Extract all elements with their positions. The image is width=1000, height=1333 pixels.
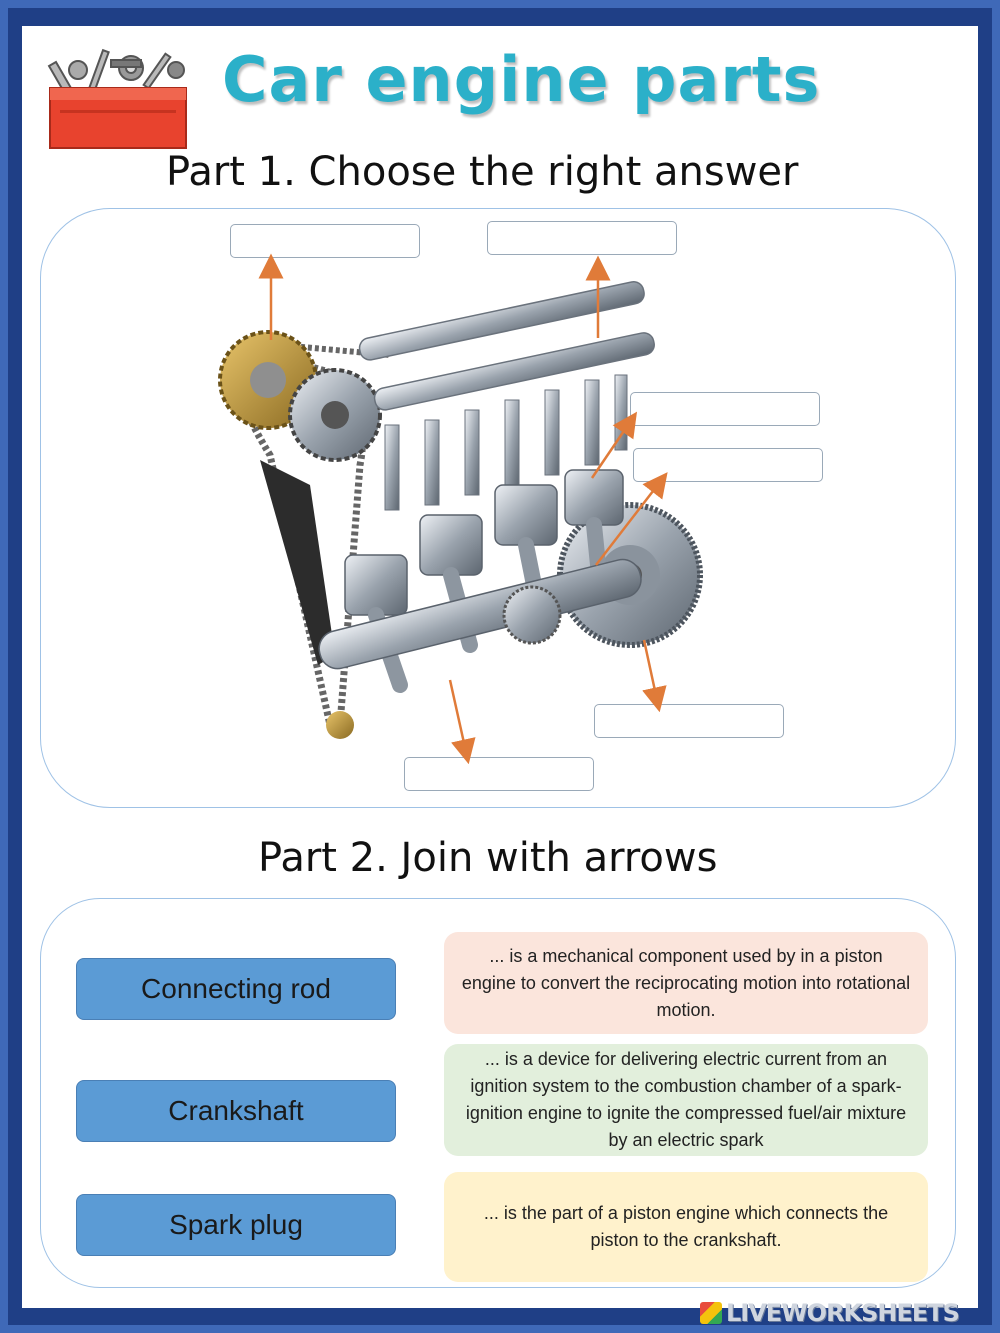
engine-illustration: [218, 281, 703, 739]
definition-1[interactable]: ... is a mechanical component used by in…: [444, 932, 928, 1034]
answer-box-6[interactable]: [404, 757, 594, 791]
answer-box-2[interactable]: [487, 221, 677, 255]
term-crankshaft[interactable]: Crankshaft: [76, 1080, 396, 1142]
liveworksheets-watermark: LIVEWORKSHEETS: [700, 1299, 992, 1327]
watermark-text: LIVEWORKSHEETS: [726, 1299, 960, 1327]
answer-box-4[interactable]: [633, 448, 823, 482]
term-spark-plug[interactable]: Spark plug: [76, 1194, 396, 1256]
definition-2[interactable]: ... is a device for delivering electric …: [444, 1044, 928, 1156]
definition-3[interactable]: ... is the part of a piston engine which…: [444, 1172, 928, 1282]
page-title: Car engine parts: [222, 43, 821, 116]
liveworksheets-logo-icon: [700, 1302, 722, 1324]
part2-heading: Part 2. Join with arrows: [258, 835, 718, 881]
part1-heading: Part 1. Choose the right answer: [166, 149, 799, 195]
answer-box-1[interactable]: [230, 224, 420, 258]
answer-box-5[interactable]: [594, 704, 784, 738]
toolbox-icon: [47, 48, 187, 149]
answer-box-3[interactable]: [630, 392, 820, 426]
term-connecting-rod[interactable]: Connecting rod: [76, 958, 396, 1020]
